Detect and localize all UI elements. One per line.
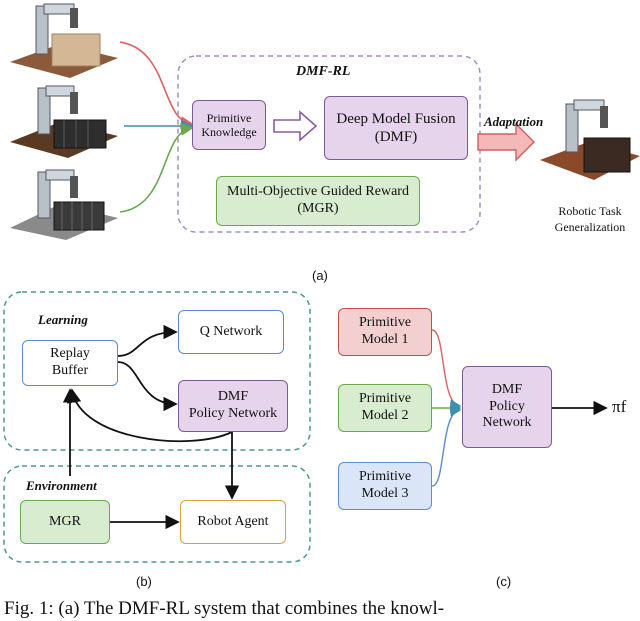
figure-caption: Fig. 1: (a) The DMF-RL system that combi… — [4, 598, 445, 619]
curve-red — [119, 41, 194, 129]
robot-scene-2 — [10, 85, 118, 158]
environment-title: Environment — [26, 478, 97, 493]
learning-title: Learning — [38, 312, 88, 327]
mgr-box-a: Multi-Objective Guided Reward (MGR) — [216, 176, 420, 226]
caption-b: (b) — [136, 574, 152, 589]
arrow-pk-to-dmf — [273, 110, 318, 142]
caption-a: (a) — [312, 268, 328, 283]
robot-scene-1 — [10, 3, 118, 78]
dmf-box: Deep Model Fusion (DMF) — [324, 96, 468, 160]
caption-c: (c) — [496, 574, 512, 589]
dmf-policy-box-c: DMF Policy Network — [462, 366, 552, 448]
arrow-buffer-to-dmf — [117, 361, 178, 412]
primitive-knowledge-box: Primitive Knowledge — [192, 100, 266, 150]
adaptation-label: Adaptation — [484, 114, 544, 129]
mgr-box-b: MGR — [20, 500, 110, 544]
environment-group — [3, 465, 311, 563]
robot-agent-box: Robot Agent — [180, 500, 286, 544]
replay-buffer-box: Replay Buffer — [22, 340, 118, 386]
learning-group — [3, 291, 311, 451]
dmf-rl-title: DMF-RL — [296, 64, 351, 79]
pi-f-output: πf — [612, 397, 627, 416]
curve-green — [119, 123, 194, 213]
dmf-policy-box-b: DMF Policy Network — [178, 380, 288, 432]
arrow-dmf-to-buffer — [66, 388, 233, 443]
robotic-task-label: Robotic Task Generalization — [554, 204, 626, 234]
primitive-model-3-box: Primitive Model 3 — [338, 462, 432, 510]
primitive-model-1-box: Primitive Model 1 — [338, 308, 432, 356]
q-network-box: Q Network — [178, 310, 284, 354]
curve-model1 — [431, 329, 462, 411]
robot-scene-result — [540, 99, 640, 180]
curve-model3 — [431, 405, 462, 487]
adaptation-arrow — [477, 122, 535, 162]
robot-scene-3 — [10, 169, 118, 240]
primitive-model-2-box: Primitive Model 2 — [338, 384, 432, 432]
arrow-buffer-to-q — [117, 324, 178, 357]
